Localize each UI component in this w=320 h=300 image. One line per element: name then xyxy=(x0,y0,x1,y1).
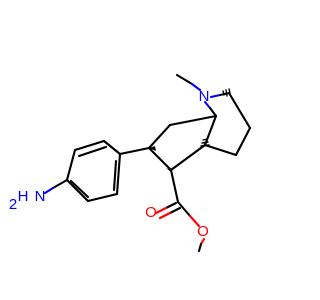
carbonyl-bond-upper-o xyxy=(154,206,168,215)
benzene-double-1 xyxy=(77,145,108,158)
ring-bond-3 xyxy=(203,143,238,157)
atom-label-amine-h-count: 2 xyxy=(9,196,17,213)
carbonyl-bond-lower-o xyxy=(158,211,172,220)
aniline-bond-n xyxy=(43,186,55,195)
benzene-bond-6 xyxy=(115,152,122,196)
n-methyl-bond xyxy=(190,82,202,92)
benzene-double-2 xyxy=(69,179,90,199)
benzene-bond-1 xyxy=(102,139,122,156)
ring-bond-1 xyxy=(227,91,252,130)
methoxy-bond xyxy=(197,242,203,253)
wedge-bond xyxy=(149,146,156,151)
ring-bond-2 xyxy=(234,126,252,157)
aryl-bond xyxy=(118,146,151,156)
chemical-structure: N O O N H 2 xyxy=(8,73,252,253)
n-bridgehead-bond xyxy=(209,93,222,99)
ring-bond-8 xyxy=(169,143,207,172)
ring-bond-6 xyxy=(147,123,172,150)
atom-label-o-carbonyl: O xyxy=(145,204,157,221)
methyl-bond xyxy=(175,73,194,86)
atom-label-amine-h: H xyxy=(18,188,29,205)
atom-label-n-bridge: N xyxy=(199,88,210,105)
bridgehead-bond xyxy=(218,91,231,97)
n-bridge-bond xyxy=(203,100,212,110)
atom-label-amine-n: N xyxy=(35,188,46,205)
aniline-bond xyxy=(51,178,69,190)
carbonyl-bond-lower xyxy=(168,206,182,215)
atom-label-o-ester: O xyxy=(197,223,209,240)
ester-single-bond xyxy=(176,200,192,218)
carbonyl-bond-upper xyxy=(164,201,178,210)
benzene-bond-5 xyxy=(86,192,119,203)
hash-bond-2 xyxy=(200,138,210,147)
ring-bond-5 xyxy=(168,114,218,127)
benzene-bond-2 xyxy=(73,139,106,152)
benzene-double-3 xyxy=(112,159,118,192)
hash-bond-1 xyxy=(222,88,232,98)
benzene-bond-3 xyxy=(65,148,77,182)
bond-layer xyxy=(43,73,252,253)
bridge-bond-1 xyxy=(208,106,218,118)
ester-carbon-bond xyxy=(169,168,180,204)
wedge-bond-2 xyxy=(166,168,171,172)
ester-single-bond-o xyxy=(188,214,201,228)
benzene-bond-4 xyxy=(65,178,90,203)
ring-bond-7 xyxy=(147,146,173,172)
ring-bond-4 xyxy=(203,114,218,147)
